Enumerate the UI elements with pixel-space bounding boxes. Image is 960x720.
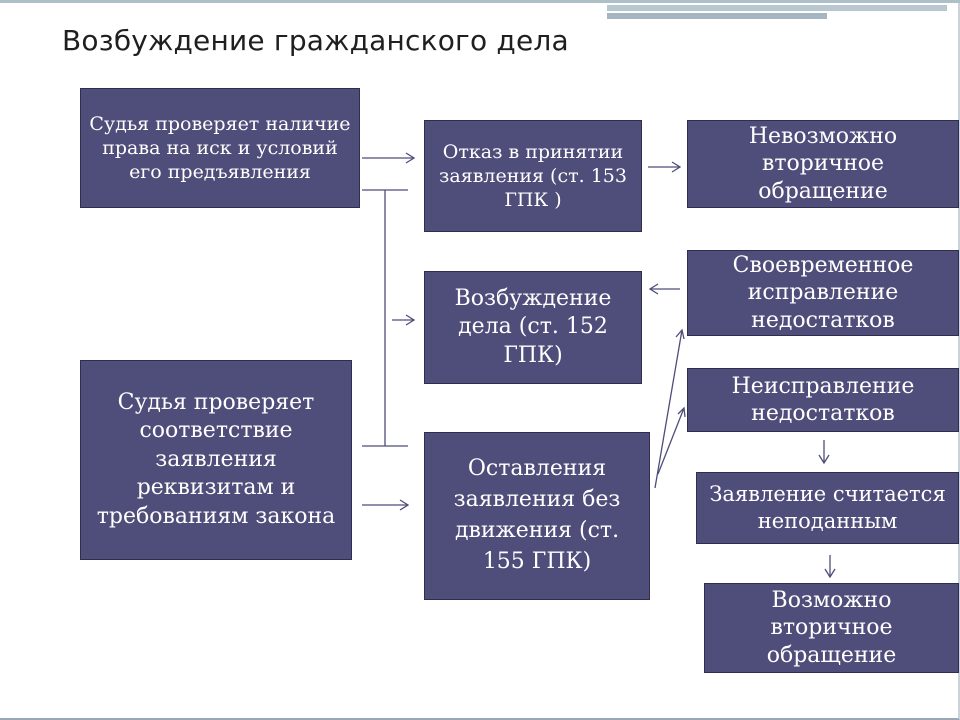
- box-refusal-text: Отказ в принятии заявления (ст. 153 ГПК …: [439, 140, 627, 212]
- box-check-right-to-claim: Судья проверяет наличие права на иск и у…: [80, 88, 360, 208]
- box-not-filed: Заявление считается неподанным: [696, 472, 959, 544]
- box-refusal: Отказ в принятии заявления (ст. 153 ГПК …: [424, 120, 642, 232]
- arrowhead-to-initiation-right: [648, 283, 659, 295]
- arrowhead-to-impossible: [671, 161, 682, 173]
- arrowhead-to-timely-correction: [675, 328, 685, 340]
- connector-without-motion-to-no-correction: [657, 407, 685, 475]
- arrowhead-to-without-motion: [399, 499, 410, 511]
- box-check-requisites: Судья проверяет соответствие заявления р…: [80, 360, 352, 560]
- box-initiation-text: Возбуждение дела (ст. 152 ГПК): [454, 286, 612, 368]
- box-check-right-to-claim-text: Судья проверяет наличие права на иск и у…: [89, 112, 351, 184]
- arrowhead-to-refusal: [405, 152, 416, 164]
- arrowhead-to-initiation: [405, 314, 416, 326]
- box-no-correction-text: Неисправление недостатков: [731, 373, 915, 427]
- box-check-requisites-text: Судья проверяет соответствие заявления р…: [96, 389, 336, 529]
- connector-without-motion-to-timely: [654, 329, 683, 489]
- box-not-filed-text: Заявление считается неподанным: [709, 481, 946, 533]
- arrowhead-to-no-correction: [677, 406, 686, 418]
- box-timely-correction: Своевременное исправление недостатков: [687, 250, 959, 336]
- slide-title: Возбуждение гражданского дела: [62, 24, 569, 57]
- box-without-motion: Оставления заявления без движения (ст. 1…: [424, 432, 650, 600]
- box-possible-reapply-text: Возможно вторичное обращение: [766, 587, 897, 668]
- box-no-correction: Неисправление недостатков: [687, 368, 959, 432]
- decor-bar-right-lower: [607, 13, 827, 19]
- box-impossible-reapply: Невозможно вторичное обращение: [687, 120, 959, 208]
- box-timely-correction-text: Своевременное исправление недостатков: [732, 252, 914, 333]
- box-impossible-reapply-text: Невозможно вторичное обращение: [748, 123, 898, 204]
- decor-bar-top: [0, 0, 960, 3]
- box-possible-reapply: Возможно вторичное обращение: [704, 583, 959, 673]
- decor-bar-right-upper: [607, 5, 947, 11]
- box-initiation: Возбуждение дела (ст. 152 ГПК): [424, 271, 642, 384]
- box-without-motion-text: Оставления заявления без движения (ст. 1…: [453, 456, 621, 574]
- arrowhead-to-not-filed: [818, 454, 830, 465]
- arrowhead-to-possible-reapply: [824, 568, 836, 579]
